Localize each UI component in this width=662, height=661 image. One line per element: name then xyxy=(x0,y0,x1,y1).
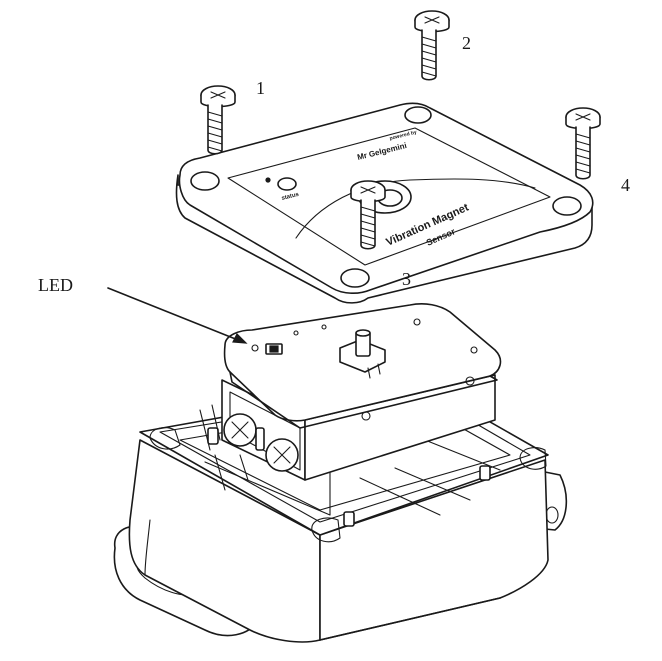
screw-3 xyxy=(350,180,386,250)
screw-3-label: 3 xyxy=(402,269,411,289)
screw-1 xyxy=(200,85,236,155)
lid: powered by Mr Gelgemini status Vibration… xyxy=(175,102,594,304)
screw-2 xyxy=(414,10,450,81)
screw-1-label: 1 xyxy=(256,78,265,98)
led-label: LED xyxy=(38,275,73,295)
screw-4 xyxy=(565,107,601,180)
button-component xyxy=(339,329,386,379)
led-leader-arrow xyxy=(107,287,248,344)
screw-2-label: 2 xyxy=(462,33,471,53)
led-component xyxy=(265,343,283,355)
circuit-board-assembly xyxy=(199,303,502,481)
lid-status-label: status xyxy=(281,192,300,202)
screw-4-label: 4 xyxy=(621,175,630,195)
